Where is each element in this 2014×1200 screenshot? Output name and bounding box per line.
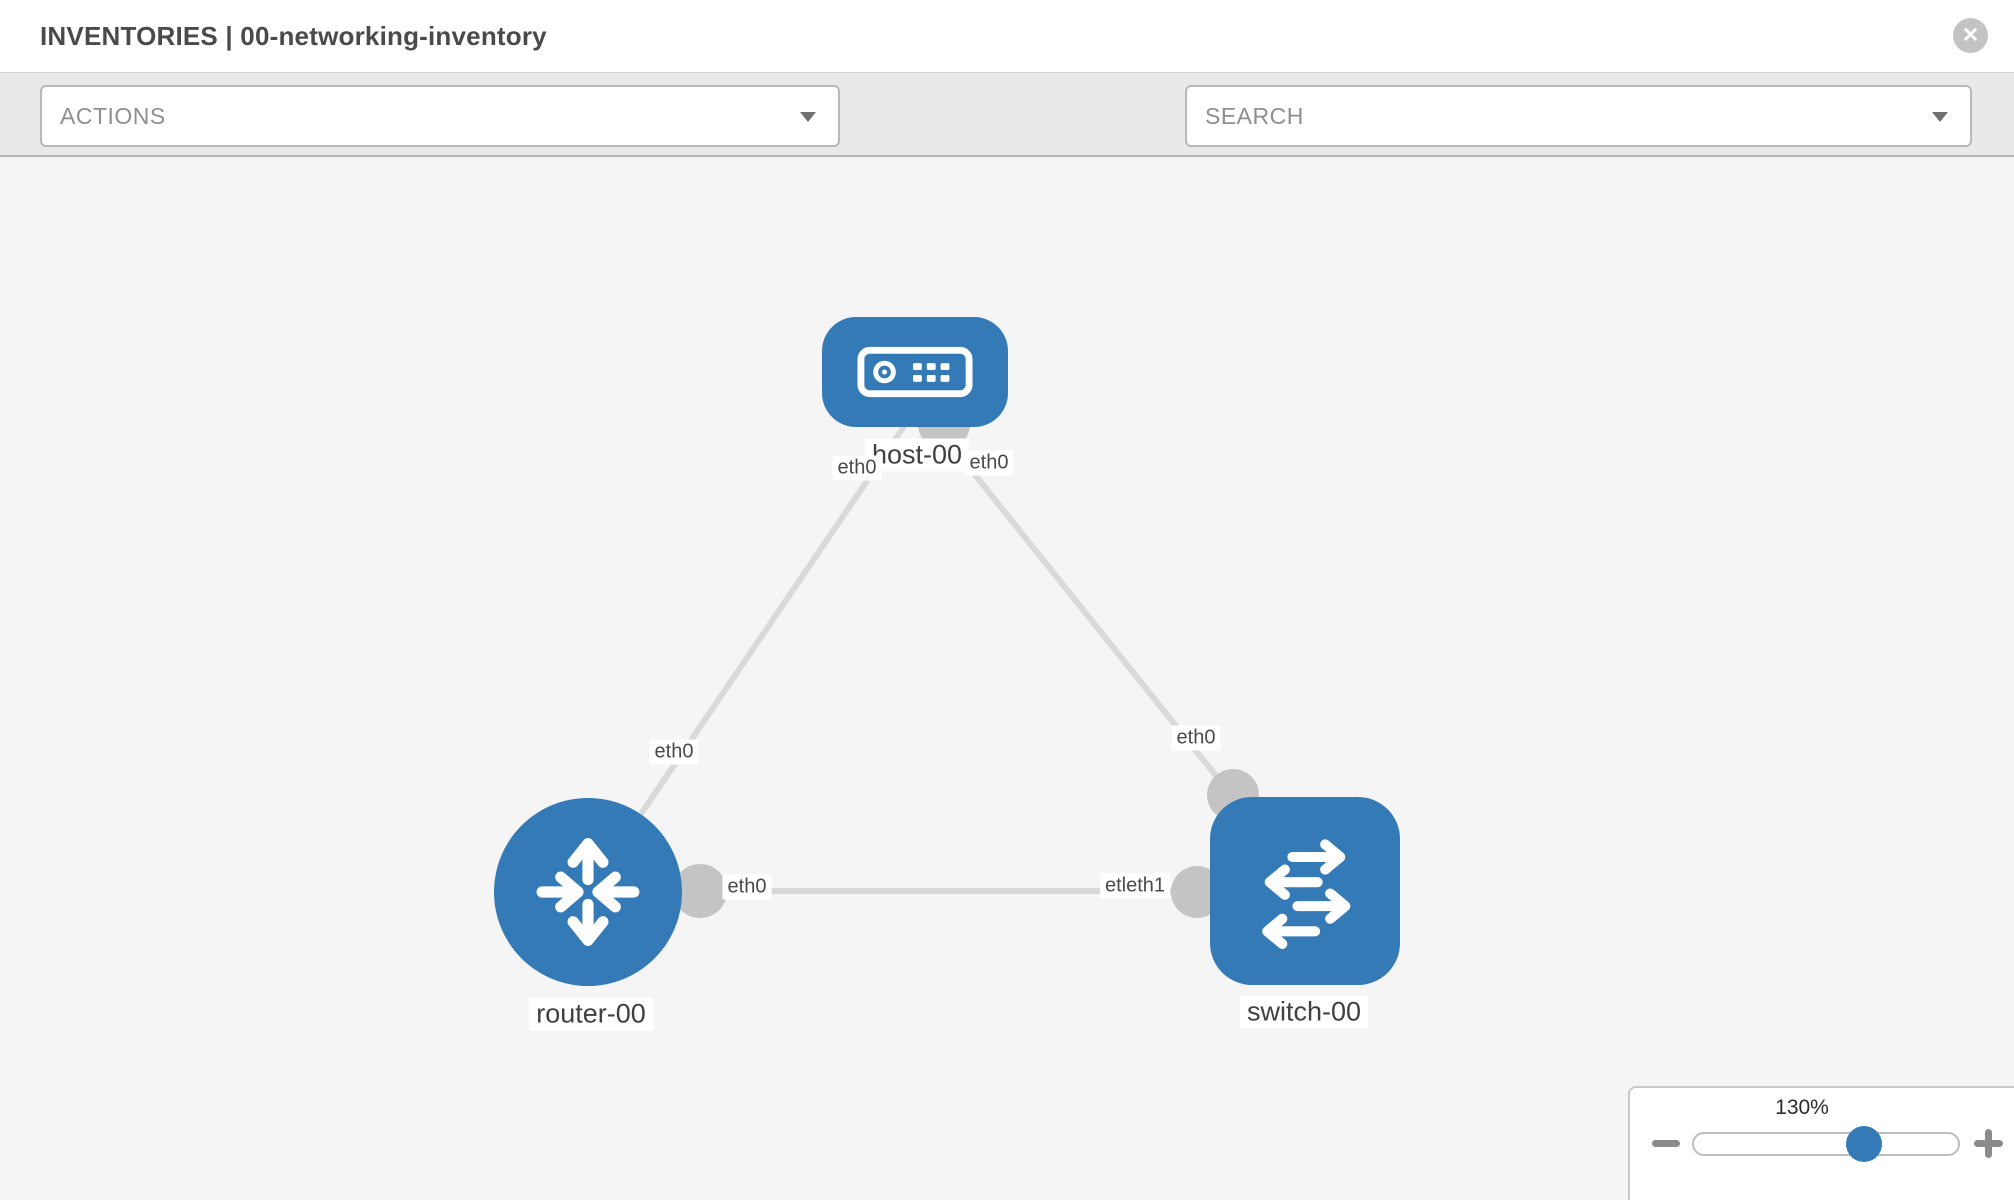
node-router-00[interactable] [494, 798, 682, 986]
switch-icon [1262, 839, 1351, 949]
zoom-out-button[interactable] [1652, 1140, 1680, 1147]
close-icon: ✕ [1961, 24, 1980, 47]
if-label-host-to-router: eth0 [832, 455, 882, 481]
actions-dropdown[interactable]: ACTIONS [40, 85, 840, 147]
host-icon [857, 346, 973, 398]
header-bar: INVENTORIES | 00-networking-inventory ✕ [0, 0, 2014, 72]
search-dropdown[interactable]: SEARCH [1185, 85, 1972, 147]
close-button[interactable]: ✕ [1953, 18, 1988, 53]
node-switch-00[interactable] [1210, 797, 1400, 985]
actions-dropdown-label: ACTIONS [60, 102, 166, 129]
if-label-switch-side-host-link: eth0 [1171, 725, 1221, 751]
zoom-slider-track[interactable] [1692, 1132, 1960, 1156]
zoom-slider-thumb[interactable] [1846, 1126, 1882, 1162]
router-icon [536, 838, 640, 946]
chevron-down-icon [1932, 112, 1948, 122]
chevron-down-icon [800, 112, 816, 122]
topology-canvas[interactable] [0, 157, 2014, 1200]
node-label-switch: switch-00 [1239, 995, 1369, 1029]
if-label-router-to-switch: eth0 [722, 874, 772, 900]
node-label-router: router-00 [529, 997, 653, 1031]
zoom-control-panel: 130% [1628, 1086, 2014, 1200]
search-dropdown-label: SEARCH [1205, 102, 1304, 129]
toolbar: ACTIONS SEARCH [0, 72, 2014, 210]
zoom-in-button[interactable] [1974, 1129, 2003, 1158]
if-label-router-side-host-link: eth0 [649, 739, 699, 765]
zoom-level-value: 130% [1775, 1096, 1829, 1119]
if-label-switch-to-router: etleth1 [1099, 873, 1171, 899]
if-label-host-to-switch: eth0 [964, 450, 1014, 476]
node-host-00[interactable] [822, 317, 1008, 427]
page-title: INVENTORIES | 00-networking-inventory [40, 20, 547, 51]
